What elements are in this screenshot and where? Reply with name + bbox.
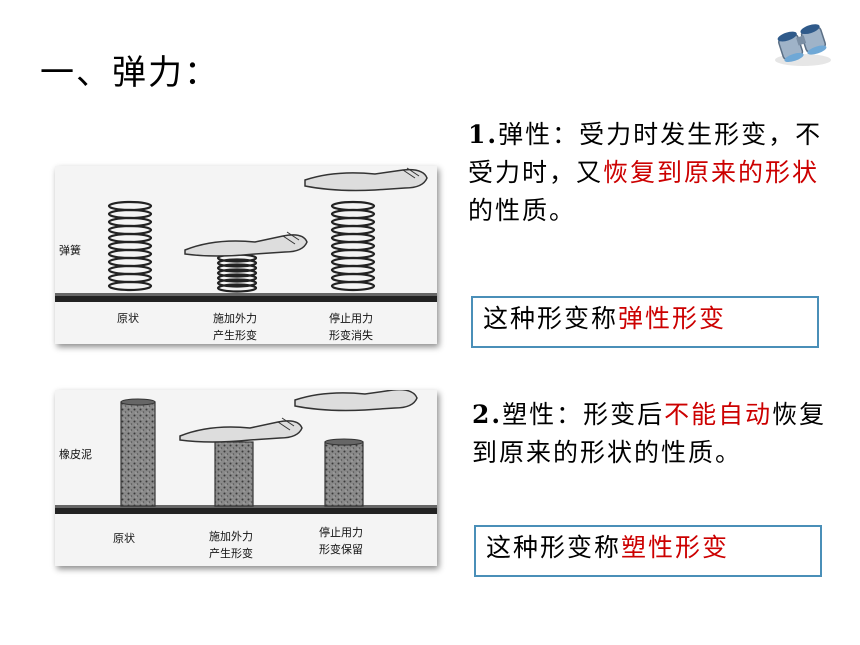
spring-illustration bbox=[55, 167, 437, 302]
elastic-deformation-box: 这种形变称弹性形变 bbox=[471, 296, 819, 348]
box-highlight: 弹性形变 bbox=[618, 304, 727, 333]
definition-highlight: 恢复到原来的形状 bbox=[603, 158, 820, 187]
plasticine-side-label: 橡皮泥 bbox=[59, 448, 92, 461]
plasticity-definition: 2.塑性：形变后不能自动恢复到原来的形状的性质。 bbox=[472, 396, 847, 472]
section-number: 1 bbox=[468, 120, 488, 149]
caption-line: 施加外力 bbox=[213, 312, 257, 325]
spring-figure: 弹簧 原状 施加外力 产生形变 停止用力 形变消失 bbox=[55, 166, 437, 344]
caption-apply-force-1: 施加外力 产生形变 bbox=[213, 310, 257, 344]
caption-stop-force-2: 停止用力 形变保留 bbox=[319, 524, 363, 558]
binoculars-icon bbox=[772, 18, 834, 68]
caption-original-2: 原状 bbox=[113, 532, 135, 545]
box-prefix: 这种形变称 bbox=[483, 304, 619, 333]
caption-line: 停止用力 bbox=[329, 312, 373, 325]
definition-text: 塑性：形变后 bbox=[502, 400, 665, 429]
box-prefix: 这种形变称 bbox=[486, 533, 622, 562]
caption-line: 停止用力 bbox=[319, 526, 363, 539]
caption-line: 产生形变 bbox=[213, 329, 257, 342]
caption-original-1: 原状 bbox=[117, 312, 139, 325]
definition-highlight: 不能自动 bbox=[664, 400, 773, 429]
caption-stop-force-1: 停止用力 形变消失 bbox=[329, 310, 373, 344]
plasticine-figure: 橡皮泥 原状 施加外力 产生形变 停止用力 形变保留 bbox=[55, 390, 437, 566]
caption-line: 产生形变 bbox=[209, 547, 253, 560]
caption-line: 施加外力 bbox=[209, 530, 253, 543]
caption-line: 形变保留 bbox=[319, 543, 363, 556]
definition-text: 弹性：受力时发生形变，不受力时，又 bbox=[468, 120, 823, 187]
section-number-sep: . bbox=[487, 120, 499, 149]
caption-apply-force-2: 施加外力 产生形变 bbox=[209, 528, 253, 562]
elasticity-definition: 1.弹性：受力时发生形变，不受力时，又恢复到原来的形状的性质。 bbox=[468, 116, 828, 230]
caption-line: 形变消失 bbox=[329, 329, 373, 342]
section-number: 2 bbox=[472, 400, 492, 429]
section-number-sep: . bbox=[491, 400, 503, 429]
plasticine-illustration bbox=[55, 390, 437, 514]
spring-side-label: 弹簧 bbox=[59, 244, 81, 257]
definition-text-end: 恢复到原来的形状的性质。 bbox=[472, 400, 827, 467]
plastic-deformation-box: 这种形变称塑性形变 bbox=[474, 525, 822, 577]
definition-text-end: 的性质。 bbox=[468, 196, 577, 225]
box-highlight: 塑性形变 bbox=[621, 533, 730, 562]
slide-title: 一、弹力： bbox=[40, 53, 220, 93]
